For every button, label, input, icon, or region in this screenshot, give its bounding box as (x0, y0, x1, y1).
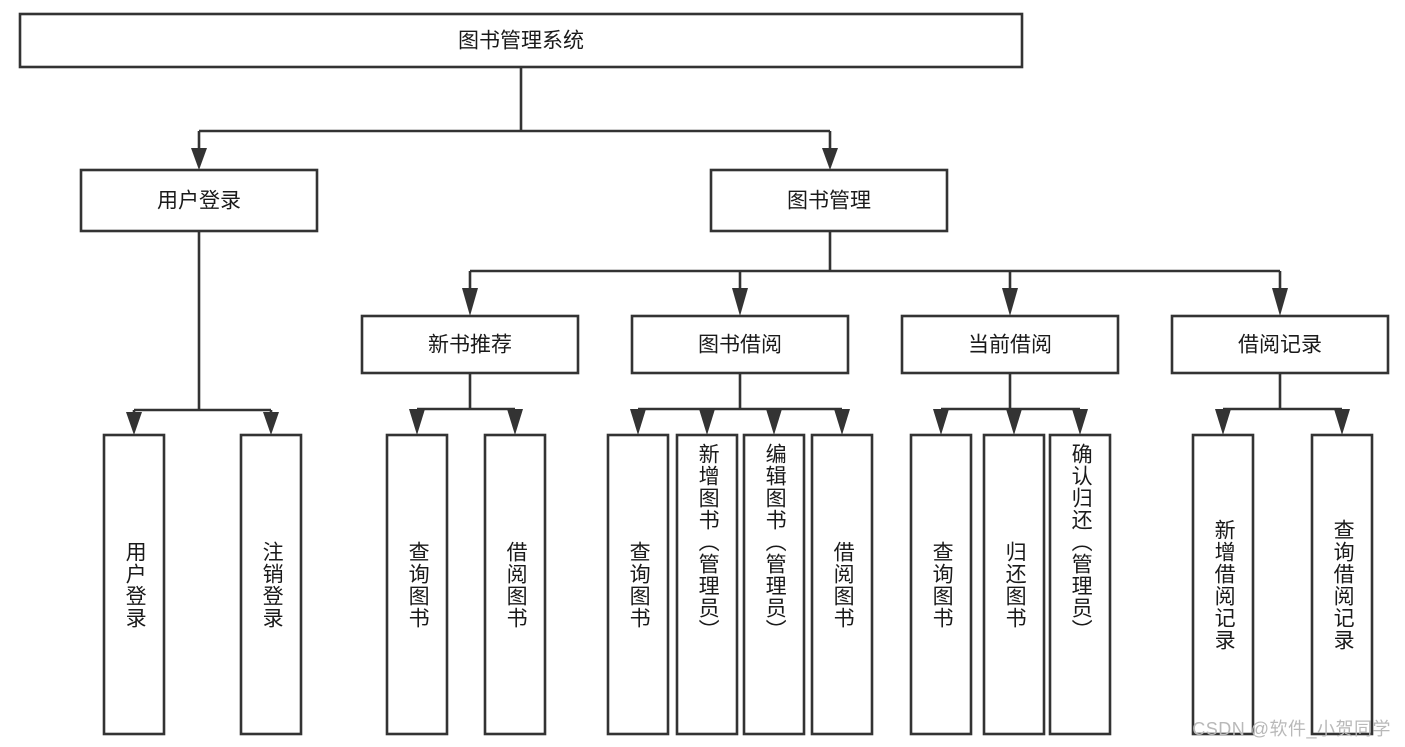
arrow-to-logout-leaf (263, 412, 279, 435)
arrow-to-borrow-book-1 (507, 409, 523, 435)
leaf-borrow-book-1[interactable] (483, 433, 547, 736)
leaf-user-login[interactable] (102, 433, 166, 736)
arrow-to-confirm-return (1072, 409, 1088, 435)
leaf-query-book-3[interactable] (909, 433, 973, 736)
label-borrow-record: 借阅记录 (1238, 334, 1322, 357)
leaf-query-book-1[interactable] (385, 433, 449, 736)
label-new-book-recommend: 新书推荐 (428, 334, 512, 357)
arrow-to-query-book-3 (933, 409, 949, 435)
node-layer (18, 12, 1390, 736)
arrow-to-current-borrow (1002, 288, 1018, 316)
arrow-to-borrow-record (1272, 288, 1288, 316)
node-current-borrow[interactable] (900, 314, 1120, 375)
arrow-to-query-record (1334, 409, 1350, 435)
leaf-return-book[interactable] (982, 433, 1046, 736)
leaf-logout[interactable] (239, 433, 303, 736)
arrow-to-add-book (699, 409, 715, 435)
arrow-to-query-book-2 (630, 409, 646, 435)
leaf-query-book-2[interactable] (606, 433, 670, 736)
leaf-borrow-book-2[interactable] (810, 433, 874, 736)
node-book-management[interactable] (709, 168, 949, 233)
node-borrow-record[interactable] (1170, 314, 1390, 375)
arrow-to-book-mgmt (822, 148, 838, 170)
arrow-to-edit-book (766, 409, 782, 435)
connector-layer (126, 67, 1350, 435)
leaf-add-borrow-record[interactable] (1191, 433, 1255, 736)
arrow-to-return-book (1006, 409, 1022, 435)
arrow-to-book-borrow (732, 288, 748, 316)
label-current-borrow: 当前借阅 (968, 334, 1052, 357)
node-user-login[interactable] (79, 168, 319, 233)
horizontal-label-layer: 图书管理系统 用户登录 图书管理 新书推荐 图书借阅 当前借阅 借阅记录 (157, 30, 1322, 357)
label-user-login: 用户登录 (157, 190, 241, 213)
node-root[interactable] (18, 12, 1024, 69)
label-book-management: 图书管理 (787, 190, 871, 213)
arrow-to-new-book-rec (462, 288, 478, 316)
leaf-confirm-return[interactable] (1048, 433, 1112, 736)
leaf-query-borrow-record[interactable] (1310, 433, 1374, 736)
arrow-to-query-book-1 (409, 409, 425, 435)
label-root: 图书管理系统 (458, 30, 584, 53)
label-book-borrow: 图书借阅 (698, 334, 782, 357)
arrow-to-user-login (191, 148, 207, 170)
csdn-watermark: CSDN @软件_小贺同学 (1192, 719, 1391, 739)
leaf-add-book[interactable] (675, 433, 739, 736)
node-new-book-recommend[interactable] (360, 314, 580, 375)
arrow-to-user-login-leaf (126, 412, 142, 435)
leaf-edit-book[interactable] (742, 433, 806, 736)
node-book-borrow[interactable] (630, 314, 850, 375)
arrow-to-borrow-book-2 (834, 409, 850, 435)
arrow-to-add-record (1215, 409, 1231, 435)
